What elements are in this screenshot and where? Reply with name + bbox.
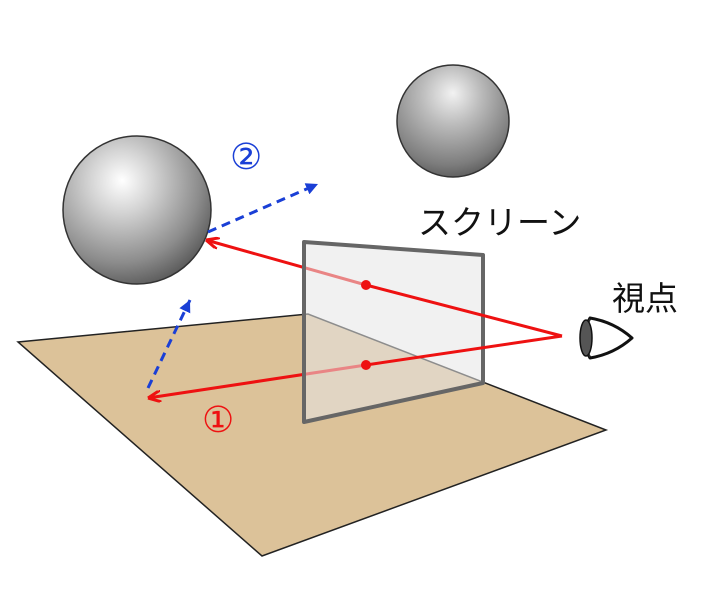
screen-plane (302, 240, 485, 424)
screen-pixel-point-lower (361, 360, 371, 370)
secondary-ray-label: ② (230, 137, 263, 178)
screen-label: スクリーン (418, 203, 582, 242)
primary-ray-1-near (365, 334, 563, 367)
secondary-ray-1 (146, 299, 192, 389)
sphere-large (62, 135, 212, 285)
primary-ray-label: ① (202, 400, 235, 441)
secondary-ray-2 (207, 182, 319, 234)
eye-icon (579, 316, 634, 360)
viewpoint-label: 視点 (612, 279, 678, 318)
sphere-small (396, 64, 510, 178)
screen-pixel-point-upper (361, 280, 371, 290)
primary-ray-2-near (365, 283, 563, 338)
